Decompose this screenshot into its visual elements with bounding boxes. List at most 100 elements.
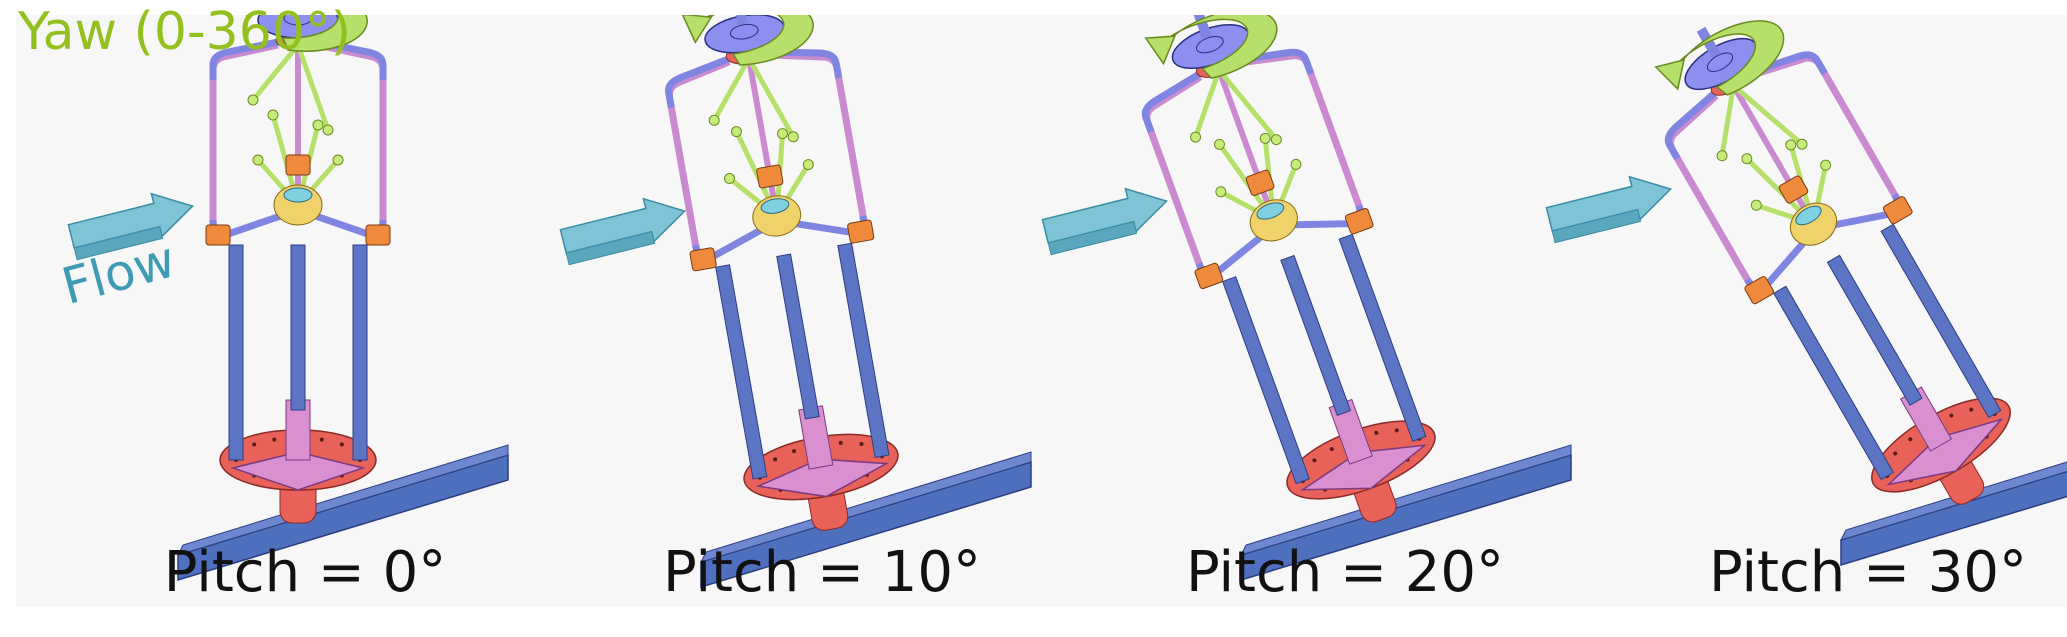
top-disc-ring bbox=[283, 15, 313, 26]
base-bracket bbox=[1886, 417, 2004, 486]
clamp-bracket bbox=[756, 164, 784, 189]
yaw-arrow-head bbox=[1654, 58, 1686, 91]
rig bbox=[205, 15, 391, 524]
rig-illustrations bbox=[67, 15, 2067, 589]
probe-tip bbox=[1259, 132, 1271, 144]
probe-stalk bbox=[1193, 69, 1222, 138]
clamp-bracket bbox=[1245, 169, 1275, 196]
upper-frame-arms bbox=[209, 36, 387, 80]
clamp-bracket bbox=[205, 224, 231, 246]
base-bracket bbox=[230, 451, 366, 491]
pitch-label-30: Pitch = 30° bbox=[1708, 540, 2028, 605]
flow-arrow-icon bbox=[559, 197, 687, 266]
upper-frame-arms bbox=[1141, 48, 1315, 134]
base-hole bbox=[252, 442, 257, 447]
hub-sensor bbox=[1795, 205, 1822, 226]
probe-tip bbox=[1270, 134, 1282, 146]
top-disc-ring bbox=[1706, 52, 1734, 72]
hub-sensor bbox=[760, 198, 790, 214]
vertical-rod bbox=[1338, 233, 1427, 442]
pitch-label-10: Pitch = 10° bbox=[662, 540, 982, 605]
vertical-rod bbox=[1880, 223, 2002, 419]
panel-30 bbox=[1545, 20, 2067, 567]
frame-left bbox=[1143, 73, 1206, 275]
upper-frame-arms bbox=[1664, 51, 1828, 161]
yaw-arrow-head bbox=[245, 15, 254, 22]
probe-tip bbox=[1214, 138, 1226, 150]
base-hole bbox=[838, 440, 843, 445]
probe-tip bbox=[1290, 158, 1302, 170]
base-hole bbox=[1908, 437, 1913, 442]
probe-tip bbox=[1716, 150, 1728, 162]
pitch-label-0: Pitch = 0° bbox=[163, 540, 447, 605]
vertical-rod bbox=[1221, 276, 1310, 485]
flow-arrow-side bbox=[73, 226, 164, 261]
rig bbox=[1654, 20, 2011, 505]
probe-tip bbox=[708, 114, 720, 126]
base-hole bbox=[1374, 430, 1379, 435]
flow-arrow-icon bbox=[1041, 187, 1169, 256]
base-hole bbox=[859, 442, 864, 447]
vertical-rod bbox=[837, 242, 890, 459]
clamp-bracket bbox=[1194, 262, 1224, 290]
top-disc-ring bbox=[729, 23, 759, 40]
panel-10 bbox=[559, 15, 1032, 589]
base-hole bbox=[339, 442, 344, 447]
base-hole bbox=[1312, 458, 1317, 463]
rig bbox=[665, 15, 899, 531]
vertical-rod bbox=[1280, 254, 1352, 417]
probe-stalk bbox=[746, 57, 796, 139]
probe-tip bbox=[252, 154, 264, 166]
upper-frame-arms bbox=[665, 48, 843, 109]
probe-tip bbox=[1820, 159, 1832, 171]
frame-right bbox=[317, 41, 387, 230]
probe-tip bbox=[724, 173, 736, 185]
probe-tip bbox=[332, 154, 344, 166]
clamp-bracket bbox=[1882, 196, 1913, 225]
base-hole bbox=[1329, 447, 1334, 452]
base-hole bbox=[272, 437, 277, 442]
base-hole bbox=[319, 437, 324, 442]
center-shaft bbox=[1730, 84, 1814, 222]
flow-arrow-icon bbox=[67, 192, 195, 261]
yaw-arrow-icon bbox=[697, 15, 814, 66]
vertical-rod bbox=[228, 244, 244, 461]
probe-tip bbox=[787, 131, 799, 143]
clamp-bracket bbox=[1744, 276, 1775, 305]
base-hole bbox=[792, 449, 797, 454]
clamp-bracket bbox=[1344, 208, 1374, 235]
clamp-bracket bbox=[689, 247, 717, 272]
hub-sensor bbox=[1256, 202, 1285, 220]
probe-tip bbox=[1741, 153, 1753, 165]
probe-tip bbox=[1785, 139, 1797, 151]
hub-sensor bbox=[283, 187, 313, 203]
panel-0 bbox=[67, 15, 509, 582]
flow-arrow-icon bbox=[1545, 175, 1673, 244]
yaw-arrow-icon bbox=[1162, 15, 1278, 79]
probe-tip bbox=[1215, 186, 1227, 198]
flow-arrow-side bbox=[565, 231, 656, 266]
clamp-bracket bbox=[847, 219, 875, 244]
yaw-arrow-head bbox=[681, 15, 713, 44]
probe-stalk bbox=[1719, 85, 1736, 157]
rig bbox=[1141, 15, 1436, 523]
yaw-arrow-icon bbox=[1673, 20, 1785, 96]
flow-arrow-side bbox=[1047, 221, 1138, 256]
vertical-rod bbox=[290, 244, 306, 411]
base-bracket bbox=[755, 458, 890, 498]
base-hole bbox=[1969, 407, 1974, 412]
probe-tip bbox=[247, 94, 259, 106]
probe-stalk bbox=[295, 44, 331, 131]
probe-stalk bbox=[251, 43, 300, 102]
vertical-rod bbox=[352, 244, 368, 461]
clamp-bracket bbox=[1778, 175, 1809, 204]
frame-left bbox=[209, 41, 279, 230]
probe-tip bbox=[322, 124, 334, 136]
panel-20 bbox=[1041, 15, 1572, 582]
support-beam-top bbox=[177, 444, 509, 556]
yaw-arrow-head bbox=[1144, 35, 1176, 66]
top-disc-ring bbox=[1195, 36, 1224, 54]
probe-tip bbox=[730, 126, 742, 138]
probe-stalk bbox=[711, 57, 752, 122]
probe-stalk bbox=[1217, 68, 1279, 142]
